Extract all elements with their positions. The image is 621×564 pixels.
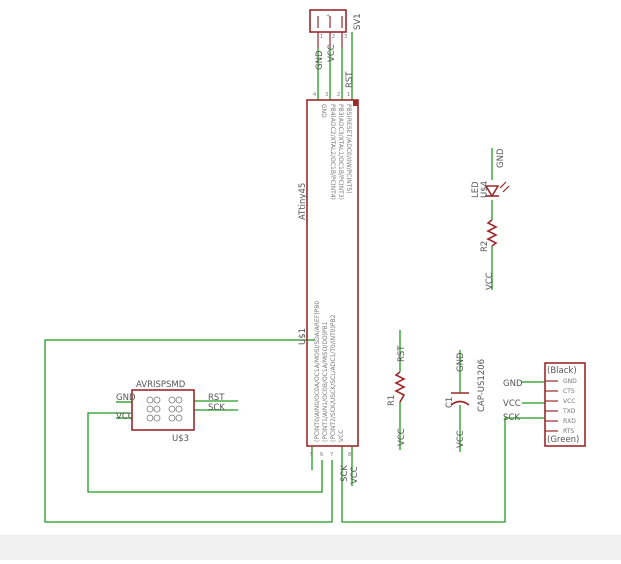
attiny-pin-3: 3 [325,92,328,98]
attiny-pin-5: 5 [310,452,313,458]
sv1-header[interactable]: + 1 2 3 SV1 [309,9,363,48]
avr-ref: U$3 [172,434,189,444]
avrispsmd-u3[interactable]: AVRISPSMD U$3 [131,380,195,444]
avr-pads [146,396,183,422]
ftdi-pin-cts: CTS [563,388,575,395]
c1-value: CAP-US1206 [477,359,487,412]
attiny-inner-pb1: (PCINT1/AIN1/OC0B/OC1A/MISO/DO)PB1 [322,321,329,442]
attiny45-chip[interactable]: ATtiny45 U$1 GND PB4(ADC2/XTAL2/OC1B/PCI… [298,99,359,447]
attiny-inner-pb4: PB4(ADC2/XTAL2/OC1B/PCINT4) [329,104,336,200]
attiny-ref: U$1 [298,328,308,345]
net-rst-top: RST [345,71,355,88]
bottom-panel [0,535,621,560]
avr-net-sck: SCK [208,403,225,413]
led-u4[interactable]: LED U$4 GND [471,148,510,198]
net-sck-bottom: SCK [340,465,350,482]
attiny-pin-2: 2 [337,92,340,98]
c1-name: C1 [445,397,455,408]
led-ref: U$4 [480,181,490,198]
ftdi-pin-rts: RTS [563,428,574,435]
ftdi-pin-vcc: VCC [563,398,575,405]
r2-vcc: VCC [485,272,495,290]
attiny-inner-pb3: PB3(ADC3/XTAL1/OC1B/PCINT3) [337,104,344,200]
r1-name: R1 [387,395,397,406]
c1-vcc: VCC [456,430,466,448]
avr-name: AVRISPSMD [136,380,186,390]
ftdi-net-gnd: GND [503,379,523,389]
led-gnd: GND [496,148,506,168]
attiny-inner-vcc: VCC [338,430,345,442]
attiny-name: ATtiny45 [298,183,308,220]
c1-gnd: GND [456,352,466,372]
resistor-r1[interactable]: R1 RST VCC [387,345,407,446]
attiny-pin-8: 8 [348,452,351,458]
avr-net-vcc: VCC [116,412,134,422]
ftdi-net-vcc: VCC [503,399,521,409]
ftdi-pin-gnd: GND [563,378,577,385]
attiny-pin-1: 1 [347,92,350,98]
net-vcc-bottom: VCC [350,466,360,484]
net-vcc-top: VCC [327,44,337,62]
ftdi-green: (Green) [547,435,579,445]
attiny-pin-4: 4 [313,92,316,98]
attiny-inner-gnd: GND [320,104,327,118]
ftdi-net-sck: SCK [503,413,520,423]
ftdi-black: (Black) [547,366,577,376]
avr-net-rst: RST [208,393,225,403]
sv1-name: SV1 [353,13,363,30]
r1-vcc: VCC [397,428,407,446]
wires [44,32,545,523]
r1-rst: RST [397,345,407,362]
attiny-inner-pb5: PB5(RESET/ADC0/dW/PCINT5) [345,104,352,194]
sv1-plus: + [326,13,330,19]
resistor-r2[interactable]: R2 VCC [480,219,498,290]
attiny-inner-pb2: (PCINT2/SCK/USCK/SCL/ADC1/T0/INT0)PB2 [330,314,337,442]
net-gnd-top: GND [315,50,325,70]
sv1-pin-1: 1 [320,34,323,40]
led-name: LED [471,181,481,198]
r2-name: R2 [480,241,490,252]
capacitor-c1[interactable]: C1 CAP-US1206 GND VCC [445,352,487,448]
attiny-pin-6: 6 [320,452,323,458]
ftdi-pin-rxd: RXD [563,418,576,425]
avr-net-gnd: GND [116,393,136,403]
ftdi-header[interactable]: (Black) (Green) GND CTS VCC TXD RXD RTS [544,362,586,447]
sv1-pin-2: 2 [332,34,335,40]
attiny-inner-pb0: (PCINT0/AIN0/OC0A/OC1A/MOSI/SDA/AREF)PB0 [314,301,321,442]
sv1-pin-3: 3 [344,34,347,40]
ftdi-pin-txd: TXD [562,408,576,415]
attiny-pin-7: 7 [330,452,333,458]
